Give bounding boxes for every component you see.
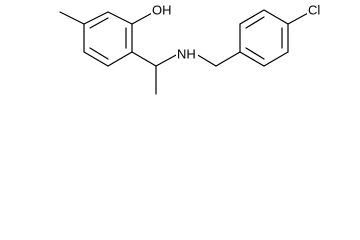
phenol-ring-bond-1 xyxy=(83,11,109,25)
chlorophenyl-double-bond-inner-3 xyxy=(245,47,265,60)
nh-to-benzyl-bond xyxy=(195,53,217,67)
hydroxyl-bond xyxy=(131,11,155,25)
amine-label: NH xyxy=(177,46,196,61)
phenol-ring-double-bond-inner-1 xyxy=(89,17,109,29)
chlorophenyl-ring-bond-3 xyxy=(263,9,289,25)
phenol-ring-bond-5 xyxy=(83,51,109,67)
phenol-ring xyxy=(83,11,133,67)
molecule-structure-canvas: OH NH Cl xyxy=(59,2,325,95)
benzyl-to-ring-bond xyxy=(215,51,241,67)
chlorophenyl-ring-bond-6 xyxy=(239,51,265,67)
chlorophenyl-ring-bond-2 xyxy=(239,9,265,25)
nh-label-background xyxy=(176,46,198,62)
chloro-bond xyxy=(287,11,311,25)
chemical-structure-drawing: OH NH Cl xyxy=(59,2,325,95)
phenol-ring-double-bond-inner-3 xyxy=(89,47,109,60)
chlorine-label: Cl xyxy=(308,2,320,17)
chlorophenyl-ring xyxy=(239,9,289,67)
phenol-ring-bond-2 xyxy=(107,11,133,25)
hydroxyl-label: OH xyxy=(152,2,172,17)
chlorophenyl-double-bond-inner-1 xyxy=(245,16,265,29)
cl-label-background xyxy=(307,2,325,18)
carbon-to-nh-bond xyxy=(155,53,179,67)
oh-label-background xyxy=(151,2,173,18)
chlorophenyl-ring-bond-5 xyxy=(263,51,289,67)
ring-methyl-bond xyxy=(59,11,85,25)
ring-to-ethyl-carbon-bond xyxy=(131,51,157,67)
phenol-ring-bond-4 xyxy=(107,51,133,67)
